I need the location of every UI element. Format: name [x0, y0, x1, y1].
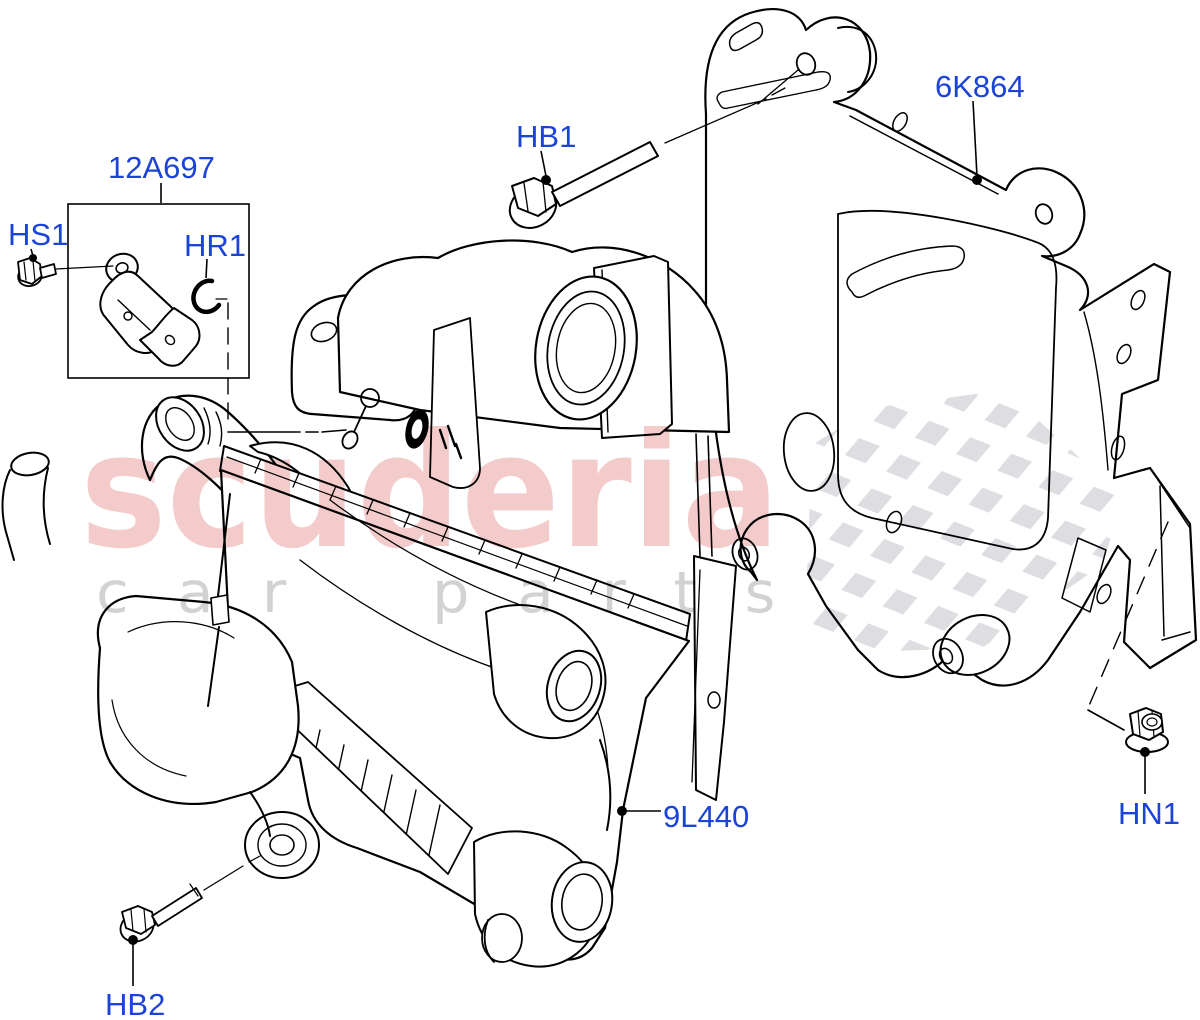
part-label-hs1[interactable]: HS1 — [8, 217, 68, 252]
sensor-detail-box — [17, 203, 347, 433]
leader-6k864 — [972, 100, 978, 177]
bolt-hs1-drawing — [17, 257, 114, 288]
assembly-axis-line — [189, 855, 261, 897]
part-label-hb2[interactable]: HB2 — [105, 987, 165, 1020]
watermark: scuderia c a r p a r t s — [80, 390, 1124, 652]
watermark-carparts-text-left: c a r — [96, 560, 301, 626]
part-label-hb1[interactable]: HB1 — [516, 119, 576, 154]
bush-bore-hole — [1034, 203, 1054, 225]
map-sensor-drawing — [99, 252, 201, 367]
snap-ring-hr1-drawing — [191, 278, 222, 315]
watermark-brand-text: scuderia — [80, 400, 780, 584]
outlet-port-upper — [545, 649, 603, 723]
part-label-hr1[interactable]: HR1 — [184, 228, 246, 263]
leader-hb1 — [540, 150, 547, 177]
leader-lines — [29, 100, 1150, 986]
part-label-6k864[interactable]: 6K864 — [935, 69, 1025, 104]
air-cleaner-9l440-drawing — [1, 239, 737, 968]
part-labels: 12A697 HS1 HR1 HB1 6K864 9L440 HB2 HN1 — [8, 69, 1180, 1020]
bolt-hb2-drawing — [119, 855, 261, 943]
part-label-12a697[interactable]: 12A697 — [108, 150, 215, 185]
leader-hr1 — [205, 258, 208, 279]
resonator-hub — [244, 811, 320, 879]
assembly-axis-line — [664, 69, 799, 144]
part-label-9l440[interactable]: 9L440 — [663, 799, 749, 834]
checkered-flag-watermark — [805, 390, 1124, 652]
nut-hn1-drawing — [1087, 521, 1169, 753]
watermark-carparts-text-right: p a r t s — [432, 560, 790, 626]
bolt-hb1-drawing — [508, 69, 799, 229]
leader-dots — [29, 175, 1150, 945]
part-label-hn1[interactable]: HN1 — [1118, 796, 1180, 831]
assembly-axis-line — [1087, 521, 1169, 709]
